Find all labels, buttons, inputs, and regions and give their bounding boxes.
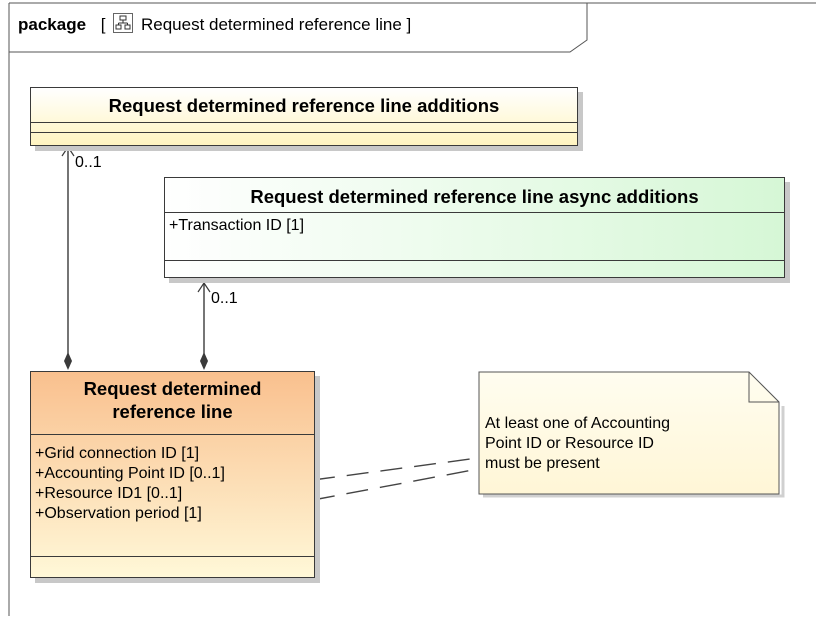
class-diagram-icon[interactable] (113, 13, 134, 33)
composition-diamond-right (200, 352, 208, 370)
package-frame (8, 2, 816, 616)
attribute-grid-connection-id: +Grid connection ID [1] (35, 445, 200, 462)
attribute-accounting-point-id: +Accounting Point ID [0..1] (35, 465, 225, 482)
arrowhead-async (197, 281, 211, 293)
note-line-1: At least one of Accounting (485, 415, 671, 432)
note-box (478, 371, 780, 495)
attribute-transaction-id: +Transaction ID [1] (169, 217, 305, 234)
class-async-additions[interactable]: Request determined reference line async … (164, 177, 785, 278)
package-title: Request determined reference line (140, 15, 402, 34)
class-name-main-line2: reference line (112, 401, 233, 422)
class-additions[interactable]: Request determined reference line additi… (30, 87, 578, 146)
class-attributes-main: +Grid connection ID [1] +Accounting Poin… (31, 435, 314, 557)
arrowhead-additions (61, 145, 75, 157)
bracket-open: [ (100, 15, 106, 34)
class-name-async-additions: Request determined reference line async … (165, 178, 784, 213)
multiplicity-additions: 0..1 (75, 154, 102, 171)
class-name-main: Request determined reference line (31, 372, 314, 435)
attribute-observation-period: +Observation period [1] (35, 505, 202, 522)
note-line-2: Point ID or Resource ID (485, 435, 654, 452)
class-attributes-async-additions: +Transaction ID [1] (165, 213, 784, 261)
attribute-resource-id1: +Resource ID1 [0..1] (35, 485, 183, 502)
class-attributes-additions (31, 123, 577, 133)
package-header: package [ Request determined reference l… (18, 13, 411, 35)
note-line-3: must be present (485, 455, 600, 472)
composition-diamond-left (64, 352, 72, 370)
note-text[interactable]: At least one of Accounting Point ID or R… (485, 414, 670, 474)
note-anchor-1 (312, 457, 479, 481)
package-keyword: package (18, 15, 87, 34)
multiplicity-async: 0..1 (211, 290, 238, 307)
note-anchor-2 (312, 468, 479, 501)
class-name-additions: Request determined reference line additi… (31, 88, 577, 123)
class-request-determined-reference-line[interactable]: Request determined reference line +Grid … (30, 371, 315, 578)
class-name-main-line1: Request determined (83, 378, 262, 399)
bracket-close: ] (406, 15, 412, 34)
